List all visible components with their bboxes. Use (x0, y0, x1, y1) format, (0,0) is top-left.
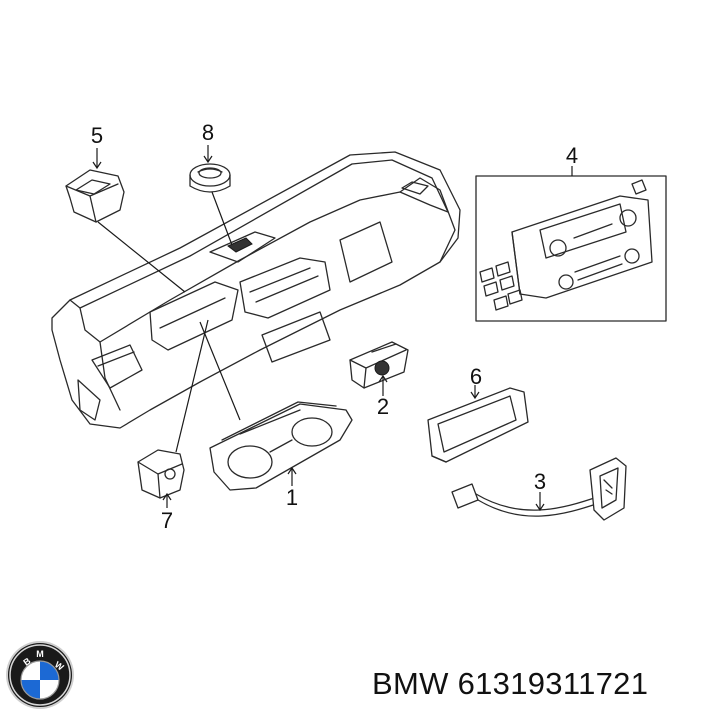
part-1-instrument-cluster (209, 401, 353, 491)
callout-4: 4 (566, 143, 578, 168)
part-7-steering-switch (137, 449, 185, 499)
svg-text:M: M (36, 649, 44, 659)
part-5-switch-block (65, 169, 125, 223)
callout-3: 3 (534, 469, 546, 494)
callout-labels: 5 8 4 2 6 1 7 3 (91, 120, 578, 533)
dashboard-panel (51, 151, 461, 429)
callout-1: 1 (286, 485, 298, 510)
part-number: 61319311721 (457, 666, 649, 701)
part-6-display (427, 387, 529, 463)
callout-5: 5 (91, 123, 103, 148)
brand-name: BMW (372, 666, 449, 701)
bmw-roundel-icon: B M W (6, 641, 74, 709)
part-number-caption: BMW 61319311721 (372, 666, 648, 702)
part-3-wiring-harness (451, 457, 627, 521)
callout-2: 2 (377, 394, 389, 419)
callout-6: 6 (470, 364, 482, 389)
svg-text:B: B (21, 655, 32, 667)
callout-7: 7 (161, 508, 173, 533)
part-2-light-switch (349, 341, 409, 389)
part-8-sensor (189, 163, 231, 193)
part-4-climate-panel (475, 175, 667, 322)
leader-lines (92, 145, 573, 512)
callout-8: 8 (202, 120, 214, 145)
